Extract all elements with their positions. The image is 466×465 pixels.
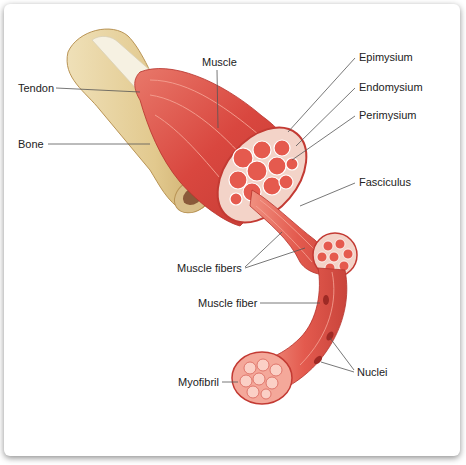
part-label: Myofibril — [178, 376, 219, 389]
part-label: Muscle fibers — [177, 262, 242, 275]
part-label: Tendon — [18, 82, 54, 95]
leader-lines — [48, 58, 355, 382]
part-label: Fasciculus — [359, 176, 411, 189]
part-label: Nuclei — [357, 366, 388, 379]
part-label: Perimysium — [359, 109, 416, 122]
part-label: Endomysium — [359, 81, 423, 94]
part-label: Muscle fiber — [198, 297, 257, 310]
part-label: Bone — [18, 138, 44, 151]
part-label: Muscle — [202, 56, 237, 69]
part-label: Epimysium — [359, 51, 413, 64]
